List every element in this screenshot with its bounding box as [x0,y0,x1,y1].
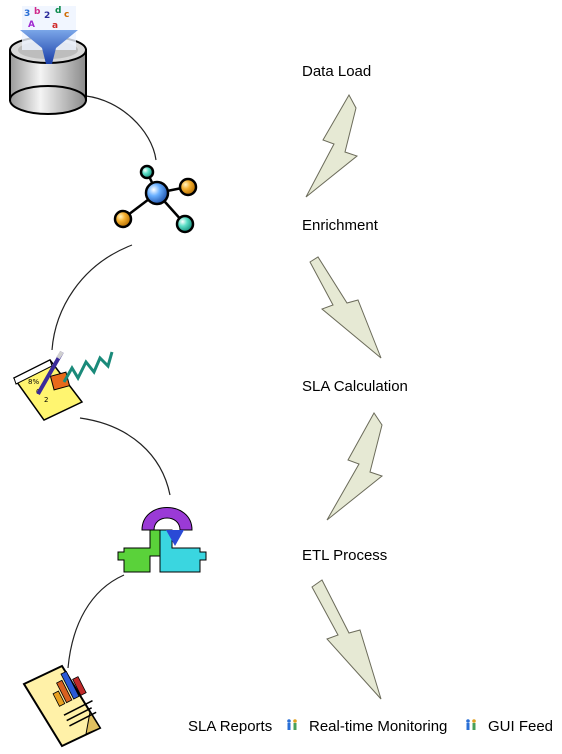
step-label-etl-process: ETL Process [302,547,387,564]
connector-line [67,574,125,669]
people-pair-icon [287,719,297,730]
svg-text:c: c [64,10,69,20]
connector-line [79,417,171,496]
flow-arrows [305,93,384,700]
output-gui-feed: GUI Feed [488,718,553,735]
output-sla-reports: SLA Reports [188,718,272,735]
output-row: SLA Reports Real-time Monitoring GUI Fee… [188,718,553,735]
step-label-data-load: Data Load [302,63,371,80]
svg-text:d: d [55,6,61,16]
step-label-sla-calculation: SLA Calculation [302,378,408,395]
svg-text:a: a [52,21,58,31]
svg-text:3: 3 [24,9,30,19]
flow-arrow-icon [309,256,382,359]
svg-text:b: b [34,7,41,17]
flow-arrow-icon [326,412,384,521]
connector-lines [51,95,171,669]
people-pair-icon [466,719,476,730]
calculation-notepad-icon: 8%02 [12,350,114,421]
connector-line [85,95,157,161]
step-label-enrichment: Enrichment [302,217,379,234]
molecule-icon [113,164,198,234]
flow-arrow-icon [311,579,382,700]
flow-arrow-icon [305,93,359,198]
output-real-time-monitoring: Real-time Monitoring [309,718,447,735]
report-chart-icon [22,664,102,748]
svg-text:8%: 8% [28,378,39,386]
connector-line [51,244,133,351]
svg-text:2: 2 [44,396,48,404]
svg-text:A: A [28,20,35,30]
svg-text:2: 2 [44,11,50,21]
puzzle-connector-icon [117,507,207,573]
